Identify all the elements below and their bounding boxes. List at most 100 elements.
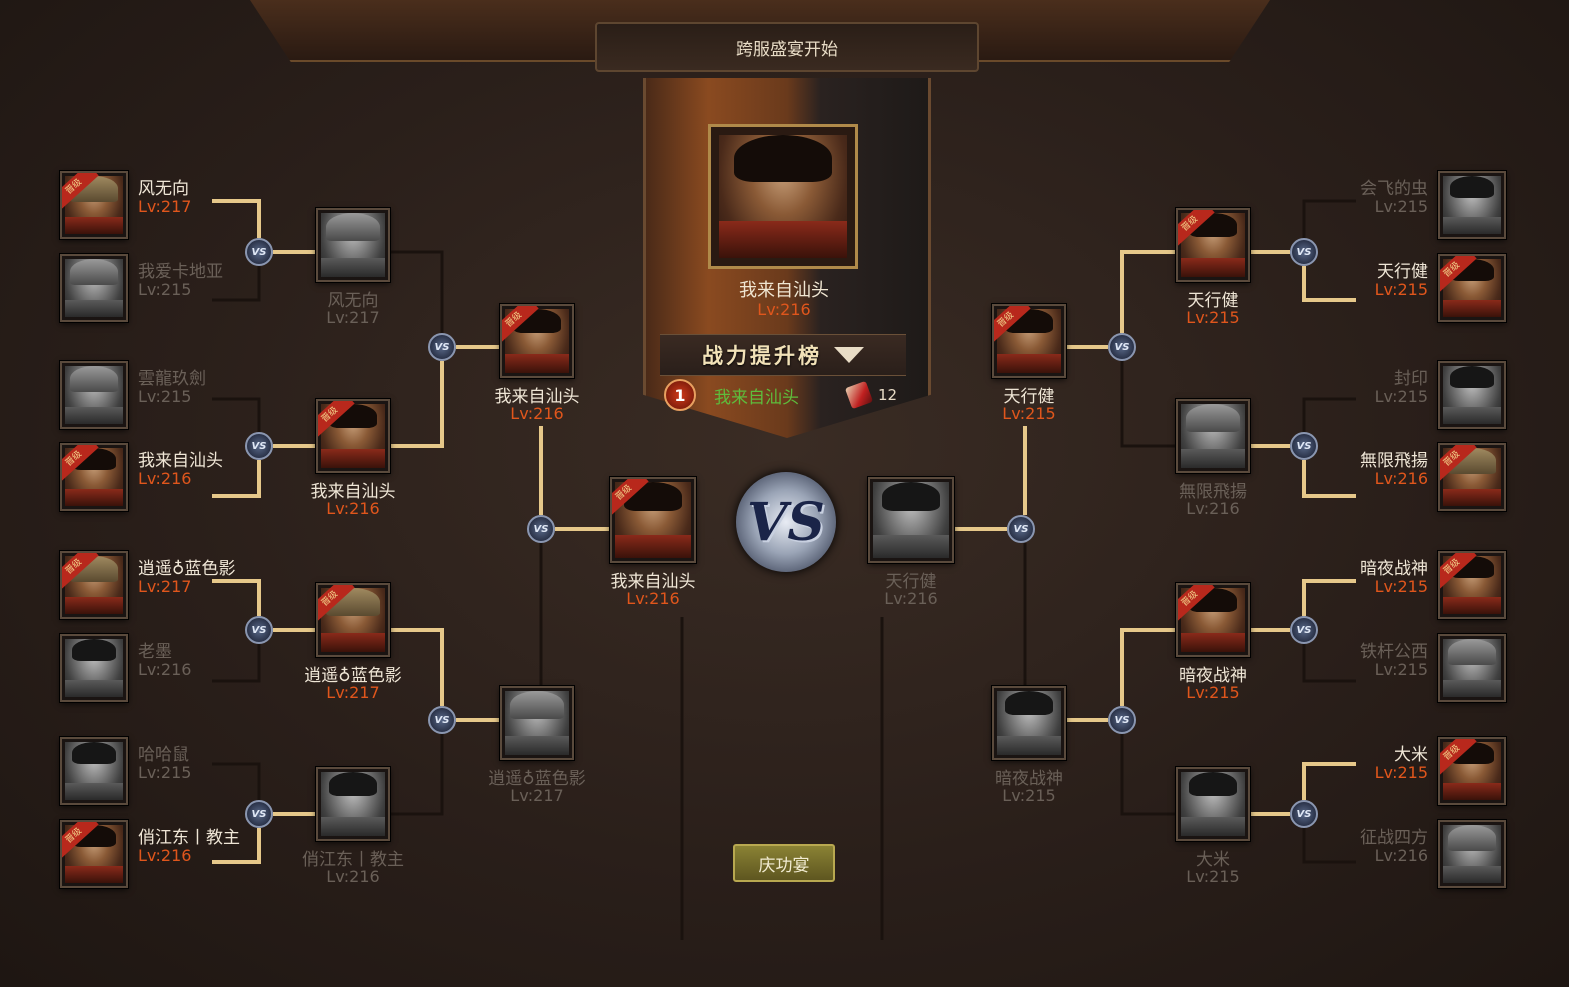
player-portrait-rs2 <box>997 691 1061 755</box>
player-level: Lv:217 <box>138 577 192 596</box>
player-avatar-r5[interactable]: 晋级 <box>1438 551 1506 619</box>
player-level: Lv:216 <box>1374 469 1428 488</box>
player-level: Lv:215 <box>1374 280 1428 299</box>
player-portrait-rq2 <box>1181 404 1245 468</box>
player-avatar-rq3[interactable]: 晋级 <box>1176 583 1250 657</box>
player-portrait-l7 <box>65 742 123 800</box>
player-level: Lv:215 <box>138 387 192 406</box>
player-name: 俏江东丨教主 <box>302 850 404 870</box>
player-name: 逍遥♁蓝色影 <box>138 559 236 579</box>
player-name: 风无向 <box>138 179 189 199</box>
player-name: 风无向 <box>327 291 379 311</box>
player-name: 大米 <box>1394 745 1428 765</box>
player-level: Lv:216 <box>510 404 564 423</box>
player-name: 会飞的虫 <box>1360 179 1428 199</box>
player-avatar-rs1[interactable]: 晋级 <box>992 304 1066 378</box>
player-portrait-rq4 <box>1181 772 1245 836</box>
player-name: 我爱卡地亚 <box>138 262 223 282</box>
player-avatar-lf[interactable]: 晋级 <box>610 477 696 563</box>
player-portrait-lq1 <box>321 213 385 277</box>
vs-icon: VS <box>1007 515 1035 543</box>
player-avatar-lq4[interactable] <box>316 767 390 841</box>
player-avatar-lq2[interactable]: 晋级 <box>316 399 390 473</box>
vs-icon: VS <box>428 333 456 361</box>
player-avatar-l6[interactable] <box>60 634 128 702</box>
player-level: Lv:217 <box>510 786 564 805</box>
player-level: Lv:215 <box>1002 404 1056 423</box>
player-level: Lv:216 <box>626 589 680 608</box>
player-avatar-r3[interactable] <box>1438 361 1506 429</box>
player-avatar-lq3[interactable]: 晋级 <box>316 583 390 657</box>
player-level: Lv:215 <box>1186 683 1240 702</box>
bracket-line <box>212 199 261 238</box>
player-avatar-l1[interactable]: 晋级 <box>60 171 128 239</box>
player-avatar-rq4[interactable] <box>1176 767 1250 841</box>
bracket-line <box>1120 361 1176 448</box>
player-avatar-l7[interactable] <box>60 737 128 805</box>
feast-button[interactable]: 庆功宴 <box>733 844 835 882</box>
player-avatar-rq1[interactable]: 晋级 <box>1176 208 1250 282</box>
vs-icon: VS <box>1290 800 1318 828</box>
player-avatar-l8[interactable]: 晋级 <box>60 820 128 888</box>
player-level: Lv:215 <box>1374 387 1428 406</box>
player-level: Lv:216 <box>138 469 192 488</box>
player-level: Lv:216 <box>884 589 938 608</box>
player-name: 我来自汕头 <box>494 387 580 407</box>
player-level: Lv:217 <box>326 308 380 327</box>
player-avatar-l2[interactable] <box>60 254 128 322</box>
player-avatar-l3[interactable] <box>60 361 128 429</box>
player-name: 雲龍玖劍 <box>138 369 206 389</box>
bracket-line <box>390 734 444 816</box>
player-avatar-rs2[interactable] <box>992 686 1066 760</box>
player-avatar-ls1[interactable]: 晋级 <box>500 304 574 378</box>
player-avatar-rq2[interactable] <box>1176 399 1250 473</box>
player-name: 無限飛揚 <box>1360 451 1428 471</box>
vs-icon: VS <box>527 515 555 543</box>
bracket-line <box>212 762 261 800</box>
player-name: 老墨 <box>138 642 172 662</box>
player-avatar-r8[interactable] <box>1438 820 1506 888</box>
player-avatar-rf[interactable] <box>868 477 954 563</box>
feast-button-label: 庆功宴 <box>758 855 810 876</box>
player-name: 逍遥♁蓝色影 <box>304 666 402 686</box>
bracket-line <box>212 397 261 432</box>
player-level: Lv:215 <box>1374 197 1428 216</box>
bracket-line <box>390 361 444 448</box>
player-portrait-r6 <box>1443 639 1501 697</box>
player-portrait-l6 <box>65 639 123 697</box>
vs-icon: VS <box>245 432 273 460</box>
champion-name: 我来自汕头 <box>739 280 829 301</box>
player-avatar-r7[interactable]: 晋级 <box>1438 737 1506 805</box>
player-portrait-l3 <box>65 366 123 424</box>
player-avatar-r2[interactable]: 晋级 <box>1438 254 1506 322</box>
chevron-down-icon[interactable] <box>834 347 864 363</box>
bracket-line <box>1120 734 1176 816</box>
player-avatar-r6[interactable] <box>1438 634 1506 702</box>
player-portrait-l2 <box>65 259 123 317</box>
power-icon <box>844 380 874 410</box>
player-name: 封印 <box>1394 369 1428 389</box>
bracket-line <box>212 644 261 683</box>
vs-icon: VS <box>428 706 456 734</box>
player-level: Lv:215 <box>1374 660 1428 679</box>
vs-icon: VS <box>1290 432 1318 460</box>
player-name: 我来自汕头 <box>310 482 396 502</box>
champion-portrait[interactable] <box>708 124 858 269</box>
player-level: Lv:216 <box>1186 499 1240 518</box>
ranking-dropdown[interactable]: 战力提升榜 <box>660 334 906 376</box>
player-avatar-l5[interactable]: 晋级 <box>60 551 128 619</box>
player-avatar-l4[interactable]: 晋级 <box>60 443 128 511</box>
player-avatar-r4[interactable]: 晋级 <box>1438 443 1506 511</box>
player-level: Lv:216 <box>326 867 380 886</box>
player-avatar-ls2[interactable] <box>500 686 574 760</box>
ranking-entry[interactable]: 1 我来自汕头 12 <box>660 378 906 412</box>
player-avatar-r1[interactable] <box>1438 171 1506 239</box>
page-title-text: 跨服盛宴开始 <box>736 39 838 60</box>
bracket-line <box>212 579 261 616</box>
player-level: Lv:215 <box>1374 763 1428 782</box>
player-portrait-ls2 <box>505 691 569 755</box>
player-avatar-lq1[interactable] <box>316 208 390 282</box>
player-name: 暗夜战神 <box>1360 559 1428 579</box>
player-level: Lv:216 <box>326 499 380 518</box>
vs-icon: VS <box>245 800 273 828</box>
